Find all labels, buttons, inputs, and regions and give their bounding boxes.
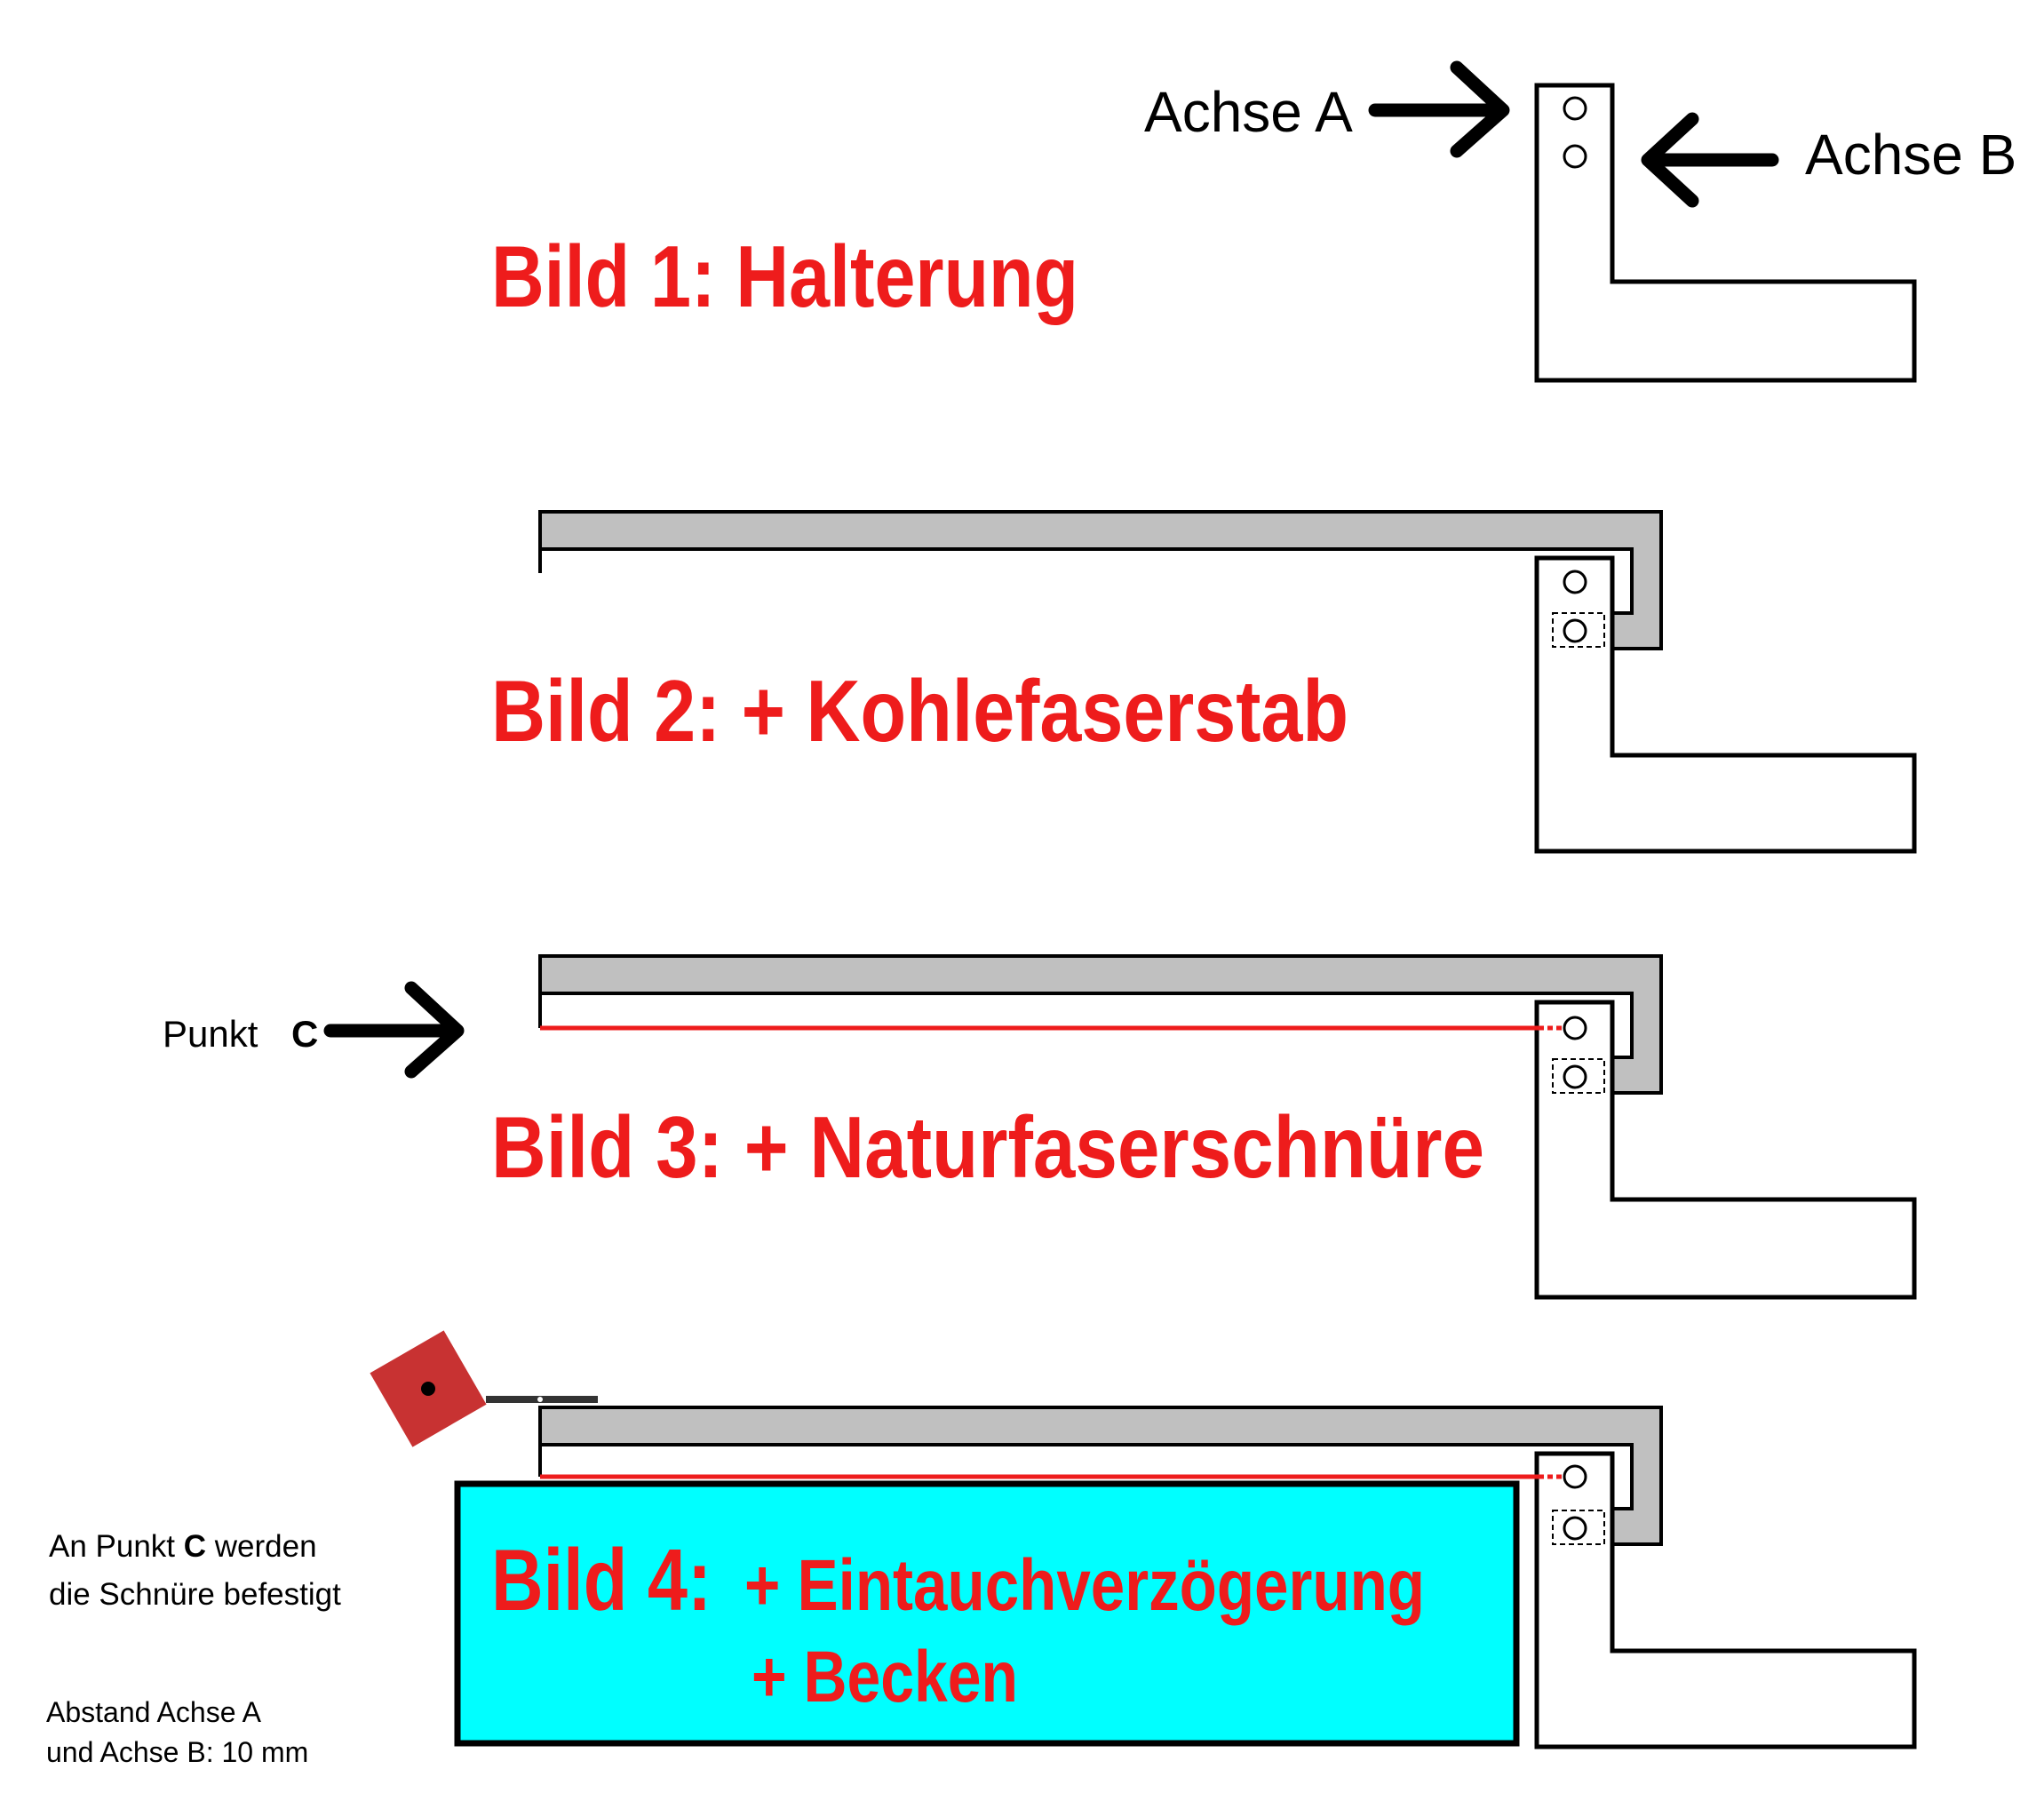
bild2-group: Bild 2: + Kohlefaserstab xyxy=(491,510,1917,854)
note-distance-line2: und Achse B: 10 mm xyxy=(46,1736,308,1768)
bild2-bracket xyxy=(1534,555,1917,854)
note-attachment-part1: An Punkt xyxy=(49,1529,184,1564)
bild3-title: Bild 3: + Naturfaserschnüre xyxy=(491,1098,1484,1196)
bild4-group: Bild 4: + Eintauchverzögerung + Becken A… xyxy=(46,1330,1917,1768)
bild3-hidden-axis-b-box xyxy=(1552,1058,1605,1094)
note-distance-line1: Abstand Achse A xyxy=(46,1696,262,1728)
bild1-axis-b-hole xyxy=(1563,144,1587,169)
bild3-axis-a-hole xyxy=(1563,1016,1587,1040)
bild1-bracket xyxy=(1534,83,1917,383)
note-attachment-line1: An Punkt C werden xyxy=(49,1529,317,1564)
bild2-hidden-axis-b-box xyxy=(1552,612,1605,648)
bild3-axis-b-hole xyxy=(1563,1064,1587,1089)
bild3-carbon-rod xyxy=(538,954,1663,1095)
achse-a-arrow-icon xyxy=(1368,60,1510,158)
bild2-title: Bild 2: + Kohlefaserstab xyxy=(491,662,1348,760)
bild2-axis-b-hole xyxy=(1563,618,1587,643)
bild2-axis-a-hole xyxy=(1563,570,1587,594)
bild4-hidden-axis-b-box xyxy=(1552,1510,1605,1545)
bild1-title: Bild 1: Halterung xyxy=(491,227,1078,325)
note-attachment-part2: werden xyxy=(206,1529,317,1564)
bild4-title-a: Bild 4: xyxy=(491,1531,712,1629)
bild1-group: Achse A Achse B Bild 1: Halterung xyxy=(491,60,2016,383)
punkt-c-arrow-icon xyxy=(323,981,465,1079)
bild4-title-b: + Eintauchverzögerung xyxy=(744,1545,1425,1626)
note-attachment-bold-c: C xyxy=(184,1529,206,1564)
bild4-title-c: + Becken xyxy=(752,1637,1018,1717)
delay-lever-pivot xyxy=(537,1397,543,1402)
immersion-delay-device xyxy=(370,1330,598,1447)
bild4-axis-b-hole xyxy=(1563,1516,1587,1541)
achse-b-label: Achse B xyxy=(1805,123,2016,187)
bild3-bracket xyxy=(1534,1000,1917,1300)
bild4-axis-a-hole xyxy=(1563,1464,1587,1489)
punkt-label: Punkt xyxy=(163,1013,258,1055)
bild4-bracket xyxy=(1534,1451,1917,1749)
delay-weight-dot xyxy=(421,1382,435,1396)
bild3-group: Punkt C Bild 3: + Naturfaserschnüre xyxy=(163,954,1917,1300)
bild2-carbon-rod xyxy=(538,510,1663,650)
note-attachment-line2: die Schnüre befestigt xyxy=(49,1577,341,1612)
achse-a-label: Achse A xyxy=(1144,80,1353,144)
punkt-c-label: C xyxy=(291,1013,318,1055)
bild1-axis-a-hole xyxy=(1563,96,1587,121)
bild4-basin xyxy=(454,1480,1520,1747)
achse-b-arrow-icon xyxy=(1641,112,1779,208)
